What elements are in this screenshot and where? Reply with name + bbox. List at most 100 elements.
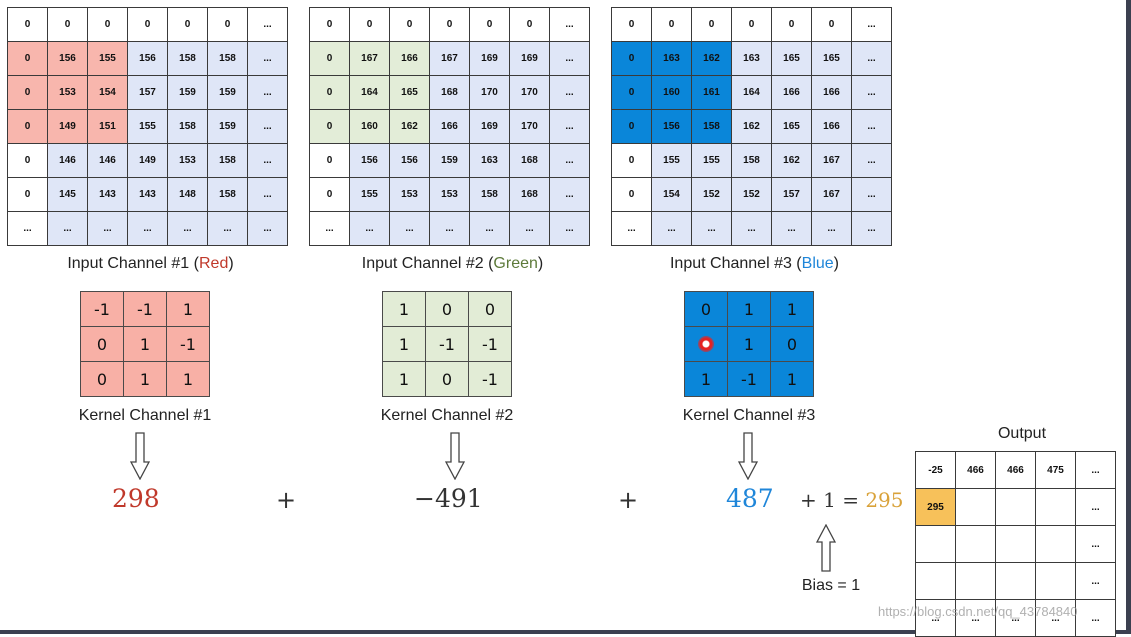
- label-suffix: ): [228, 255, 234, 272]
- grid-cell: 163: [469, 143, 510, 178]
- grid-cell: 168: [509, 177, 550, 212]
- grid-cell: ...: [309, 211, 350, 246]
- grid-cell: ...: [549, 143, 590, 178]
- grid-cell: 155: [349, 177, 390, 212]
- grid-cell: 0: [349, 7, 390, 42]
- kernel-cell: 1: [684, 361, 728, 397]
- down-arrow-icon: [738, 432, 758, 480]
- grid-cell: 158: [167, 109, 208, 144]
- grid-cell: ...: [207, 211, 248, 246]
- grid-cell: ...: [247, 7, 288, 42]
- grid-cell: 153: [429, 177, 470, 212]
- label-prefix: Input Channel #3 (: [669, 255, 802, 272]
- grid-cell: 151: [87, 109, 128, 144]
- grid-cell: 166: [771, 75, 812, 110]
- grid-cell: 0: [309, 143, 350, 178]
- grid-cell: ...: [127, 211, 168, 246]
- grid-cell: ...: [247, 177, 288, 212]
- output-cell: [955, 562, 996, 600]
- grid-cell: 165: [811, 41, 852, 76]
- watermark: https://blog.csdn.net/qq_43784840: [878, 604, 1078, 619]
- output-cell: [1035, 488, 1076, 526]
- output-title: Output: [997, 425, 1047, 442]
- grid-cell: 167: [349, 41, 390, 76]
- grid-cell: 168: [509, 143, 550, 178]
- label-color-red: Red: [198, 255, 229, 272]
- grid-cell: ...: [611, 211, 652, 246]
- kernel-cell: 1: [770, 291, 814, 327]
- kernel-channel-3-label: Kernel Channel #3: [682, 407, 816, 424]
- grid-cell: 155: [87, 41, 128, 76]
- grid-cell: 166: [811, 109, 852, 144]
- grid-cell: 0: [167, 7, 208, 42]
- kernel-cell: 0: [425, 361, 469, 397]
- grid-cell: 156: [47, 41, 88, 76]
- output-cell: ...: [995, 599, 1036, 637]
- output-row: ...............: [915, 599, 1116, 637]
- grid-cell: 0: [691, 7, 732, 42]
- grid-cell: ...: [731, 211, 772, 246]
- grid-cell: ...: [549, 177, 590, 212]
- grid-cell: 159: [429, 143, 470, 178]
- output-cell: 466: [995, 451, 1036, 489]
- kernel-cell: 0: [770, 326, 814, 362]
- kernel-cell: 0: [80, 361, 124, 397]
- grid-cell: ...: [651, 211, 692, 246]
- grid-cell: 0: [509, 7, 550, 42]
- kernel-cell: 1: [123, 361, 167, 397]
- grid-cell: 152: [731, 177, 772, 212]
- grid-cell: ...: [389, 211, 430, 246]
- output-cell: [995, 562, 1036, 600]
- grid-cell: ...: [247, 109, 288, 144]
- grid-cell: ...: [549, 211, 590, 246]
- sum-blue: 487: [726, 484, 774, 513]
- grid-cell: 153: [47, 75, 88, 110]
- label-suffix: ): [833, 255, 839, 272]
- grid-cell: 0: [309, 109, 350, 144]
- grid-cell: ...: [469, 211, 510, 246]
- grid-cell: 169: [469, 41, 510, 76]
- grid-cell: 158: [207, 41, 248, 76]
- grid-cell: 159: [207, 109, 248, 144]
- grid-row: .....................: [7, 211, 288, 246]
- grid-cell: 167: [429, 41, 470, 76]
- grid-cell: 146: [47, 143, 88, 178]
- grid-cell: 157: [771, 177, 812, 212]
- output-row: ...: [915, 562, 1116, 600]
- grid-cell: ...: [851, 109, 892, 144]
- grid-cell: 0: [611, 41, 652, 76]
- grid-cell: 156: [127, 41, 168, 76]
- label-suffix: ): [537, 255, 544, 272]
- grid-cell: 0: [7, 7, 48, 42]
- output-cell: [995, 525, 1036, 563]
- output-cell: [955, 525, 996, 563]
- grid-cell: 0: [389, 7, 430, 42]
- grid-cell: 156: [389, 143, 430, 178]
- grid-cell: 166: [389, 41, 430, 76]
- grid-cell: 0: [811, 7, 852, 42]
- output-cell: ...: [1075, 599, 1116, 637]
- grid-cell: 153: [167, 143, 208, 178]
- grid-cell: 143: [127, 177, 168, 212]
- grid-cell: 158: [207, 177, 248, 212]
- grid-cell: 0: [611, 143, 652, 178]
- grid-cell: ...: [851, 41, 892, 76]
- grid-cell: 153: [389, 177, 430, 212]
- grid-cell: 169: [509, 41, 550, 76]
- grid-cell: ...: [247, 143, 288, 178]
- grid-cell: 0: [611, 75, 652, 110]
- label-prefix: Input Channel #1 (: [67, 255, 199, 272]
- grid-cell: ...: [349, 211, 390, 246]
- kernel-row: 1-1-1: [382, 326, 512, 362]
